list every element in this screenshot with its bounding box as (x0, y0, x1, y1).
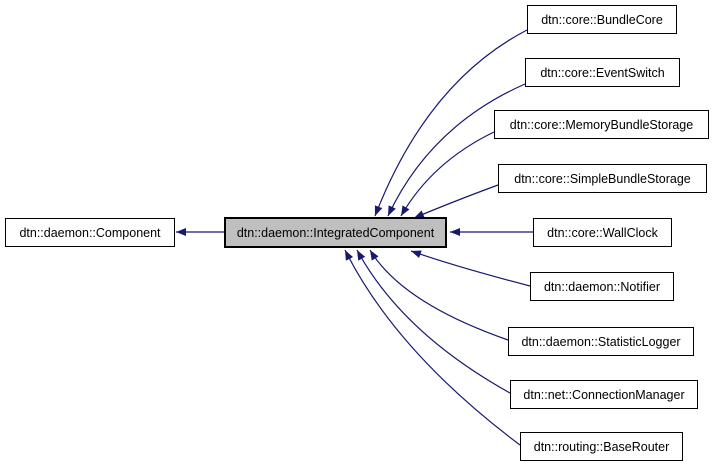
inheritance-arrow-connectionmanager (356, 249, 511, 394)
class-node-dtn-core-wallclock[interactable]: dtn::core::WallClock (533, 218, 672, 247)
class-node-dtn-core-memorybundlestorage[interactable]: dtn::core::MemoryBundleStorage (494, 110, 709, 139)
inheritance-arrow-memorybundlestorage (400, 131, 495, 217)
class-node-dtn-daemon-notifier[interactable]: dtn::daemon::Notifier (530, 272, 674, 301)
class-node-dtn-core-simplebundlestorage[interactable]: dtn::core::SimpleBundleStorage (498, 164, 707, 193)
inheritance-arrow-notifier (410, 250, 531, 287)
class-node-dtn-daemon-integratedcomponent-selected: dtn::daemon::IntegratedComponent (224, 217, 447, 248)
class-node-dtn-routing-baserouter[interactable]: dtn::routing::BaseRouter (520, 432, 683, 461)
class-node-dtn-daemon-statisticlogger[interactable]: dtn::daemon::StatisticLogger (508, 327, 694, 356)
inheritance-arrow-simplebundlestorage (413, 184, 499, 219)
class-node-dtn-core-eventswitch[interactable]: dtn::core::EventSwitch (525, 58, 680, 87)
inheritance-arrow-statisticlogger (369, 249, 509, 341)
inheritance-arrow-eventswitch (387, 83, 526, 217)
class-node-dtn-daemon-component[interactable]: dtn::daemon::Component (5, 218, 175, 247)
class-node-dtn-net-connectionmanager[interactable]: dtn::net::ConnectionManager (510, 380, 698, 409)
inheritance-arrow-bundlecore (374, 29, 528, 217)
inheritance-arrow-baserouter (344, 249, 521, 446)
class-node-dtn-core-bundlecore[interactable]: dtn::core::BundleCore (527, 5, 677, 34)
